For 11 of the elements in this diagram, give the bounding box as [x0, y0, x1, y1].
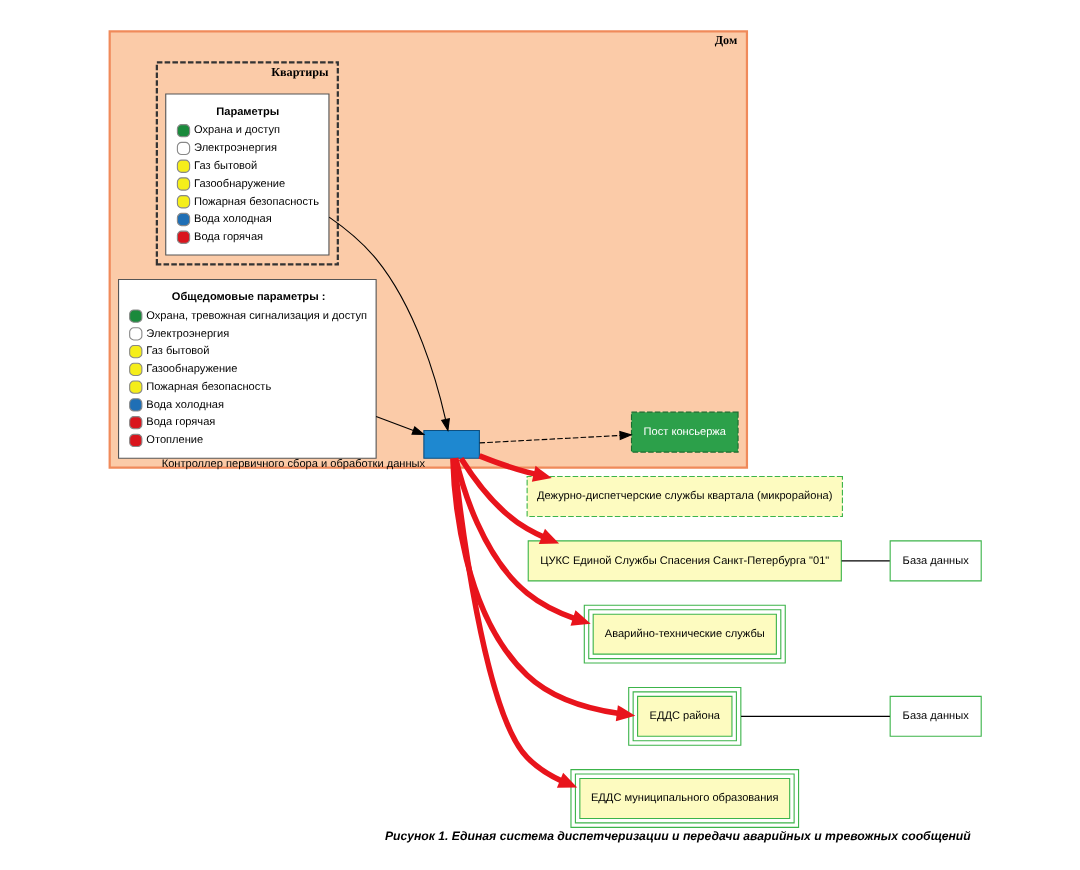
arrow [450, 457, 577, 787]
connector [739, 714, 890, 716]
node-box [422, 428, 479, 458]
arrow [451, 456, 590, 625]
arrow [457, 456, 559, 543]
arrow [374, 415, 425, 434]
connector [840, 559, 890, 561]
arrow [478, 429, 632, 443]
arrow [449, 457, 635, 721]
arrow [477, 452, 551, 481]
arrow [327, 215, 449, 431]
